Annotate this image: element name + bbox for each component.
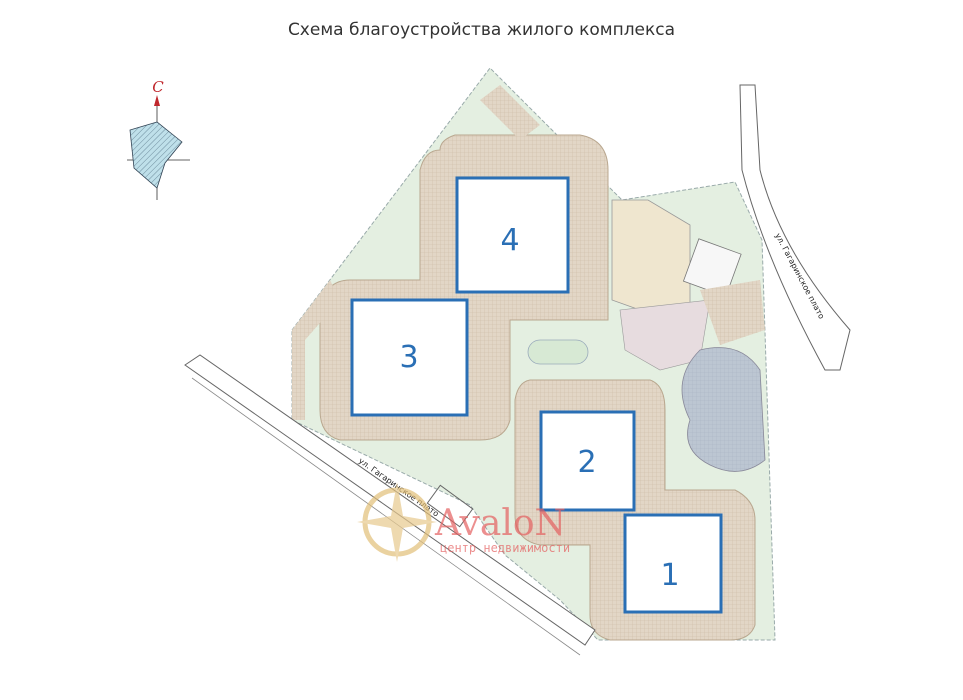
- building-4[interactable]: 4: [455, 176, 570, 294]
- paved-path-west: [292, 280, 340, 420]
- parking-area: [700, 280, 765, 345]
- page-title: Схема благоустройства жилого комплекса: [287, 20, 676, 40]
- building-3[interactable]: 3: [350, 298, 469, 417]
- building-number: 3: [399, 340, 418, 375]
- north-arrow-icon: [154, 95, 160, 106]
- building-number: 2: [577, 445, 596, 480]
- watermark-brand: AvaloN: [434, 503, 566, 544]
- green-island: [527, 339, 589, 365]
- building-2[interactable]: 2: [539, 410, 636, 512]
- road-southwest: [184, 354, 596, 646]
- pond: [681, 347, 766, 472]
- bus-stop: [426, 484, 474, 528]
- sports-court: [682, 238, 742, 297]
- compass-rose: С: [127, 78, 190, 200]
- sport-area: [619, 299, 711, 371]
- watermark: AvaloN центр недвижимости: [357, 482, 570, 562]
- road-east: [739, 84, 851, 371]
- road-southwest-lane: [191, 377, 581, 656]
- north-label: С: [152, 78, 164, 96]
- building-1[interactable]: 1: [623, 513, 723, 614]
- paved-path-top: [480, 85, 540, 140]
- building-number: 1: [660, 558, 679, 593]
- building-number: 4: [500, 223, 519, 258]
- watermark-tagline: центр недвижимости: [440, 541, 570, 555]
